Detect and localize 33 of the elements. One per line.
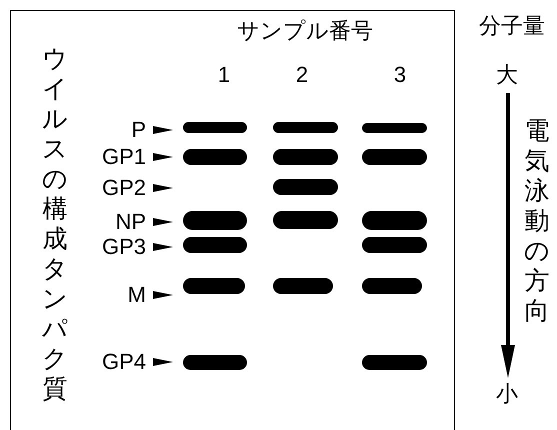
protein-label: M bbox=[128, 284, 146, 306]
direction-label: 電気泳動の方向 bbox=[524, 116, 550, 326]
protein-label: GP2 bbox=[102, 177, 146, 199]
band bbox=[273, 278, 333, 294]
band bbox=[183, 122, 247, 133]
protein-label: P bbox=[131, 119, 146, 141]
band bbox=[362, 278, 422, 294]
protein-label: GP4 bbox=[102, 351, 146, 373]
band bbox=[273, 211, 338, 229]
band bbox=[362, 355, 427, 370]
band bbox=[362, 123, 427, 133]
axis-title: ウイルスの構成タンパク質 bbox=[42, 44, 68, 404]
band bbox=[362, 149, 427, 165]
protein-label: NP bbox=[115, 211, 146, 233]
band bbox=[183, 149, 247, 165]
band bbox=[183, 355, 247, 370]
band bbox=[362, 211, 427, 230]
band bbox=[273, 122, 338, 133]
protein-label: GP1 bbox=[102, 146, 146, 168]
lane-number: 3 bbox=[394, 64, 406, 86]
lane-number: 1 bbox=[218, 64, 230, 86]
band bbox=[183, 237, 247, 253]
band bbox=[273, 149, 338, 165]
band bbox=[183, 211, 247, 230]
lane-number: 2 bbox=[296, 64, 308, 86]
axis-title: 分子量 bbox=[479, 15, 545, 37]
band bbox=[273, 179, 338, 195]
band bbox=[183, 278, 245, 294]
scale-label: 大 bbox=[496, 64, 518, 86]
protein-label: GP3 bbox=[102, 236, 146, 258]
scale-label: 小 bbox=[496, 383, 518, 405]
heading: サンプル番号 bbox=[237, 20, 373, 42]
band bbox=[362, 237, 427, 253]
